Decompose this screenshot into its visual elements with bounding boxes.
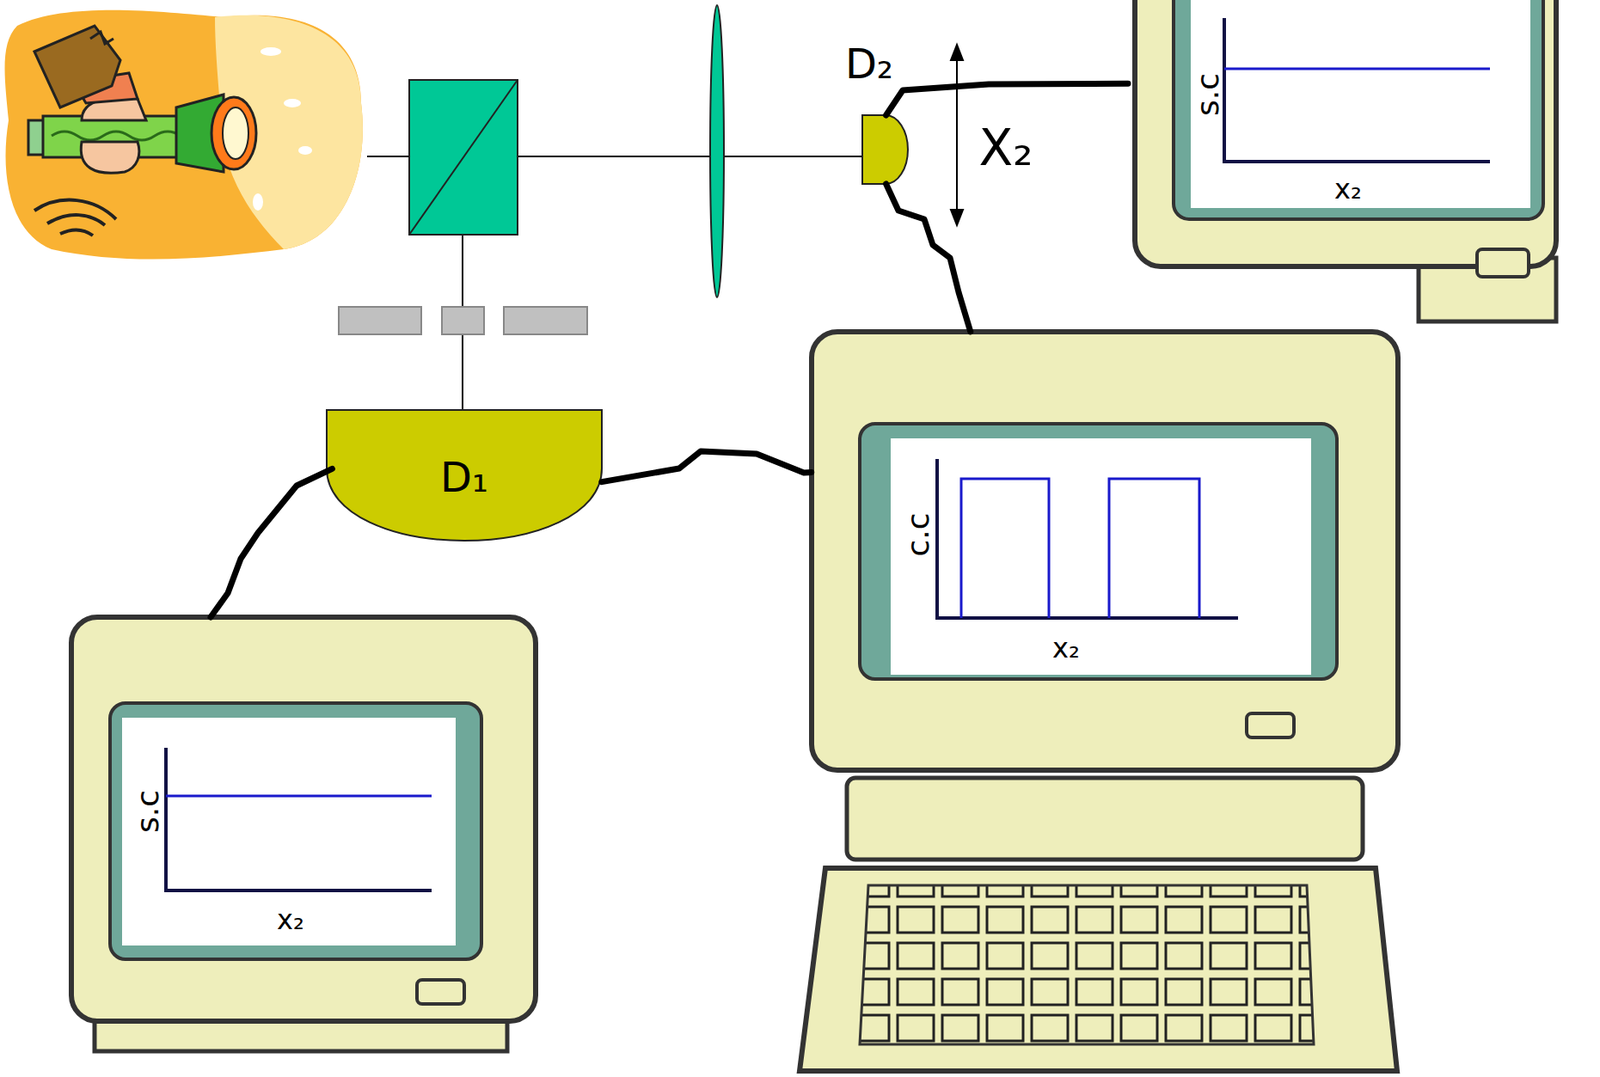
detector-label: D₁ — [440, 456, 489, 498]
monitor-bottom-left — [71, 617, 536, 1052]
axis-label: c.c — [902, 512, 934, 557]
scan-arrow — [950, 44, 963, 226]
beam-splitter-diagonal — [409, 79, 518, 235]
axis-label: x₂ — [276, 906, 305, 934]
coincidence-monitor: c.c x₂ — [790, 331, 1410, 1072]
double-slit — [338, 306, 588, 335]
single-count-monitor: s.c x₂ — [71, 617, 536, 1052]
single-count-monitor: s.c x₂ — [1127, 0, 1562, 322]
cable-line — [886, 83, 1128, 116]
axis-label: s.c — [1192, 73, 1224, 117]
detector-d2: D₂ — [862, 115, 902, 184]
cable-line — [210, 468, 332, 618]
detector-d2-body — [862, 115, 908, 184]
cable — [601, 451, 812, 483]
detector-d1: D₁ — [326, 410, 602, 541]
cable — [886, 83, 1128, 116]
cable — [210, 468, 332, 618]
monitor-center — [799, 331, 1398, 1072]
axis-label: x₂ — [1334, 175, 1362, 203]
axis-label: s.c — [132, 790, 164, 834]
detector-label: D₂ — [845, 42, 894, 85]
detector-d1-body — [326, 410, 602, 541]
monitor-top-right — [1134, 0, 1557, 322]
position-label: X₂ — [979, 122, 1034, 173]
axis-label: x₂ — [1052, 634, 1080, 663]
beam-splitter — [409, 79, 518, 235]
cable-line — [601, 451, 812, 483]
flashlight-illustration — [5, 10, 363, 260]
lens — [710, 5, 724, 298]
cable-line — [886, 183, 971, 332]
cable — [886, 183, 971, 332]
